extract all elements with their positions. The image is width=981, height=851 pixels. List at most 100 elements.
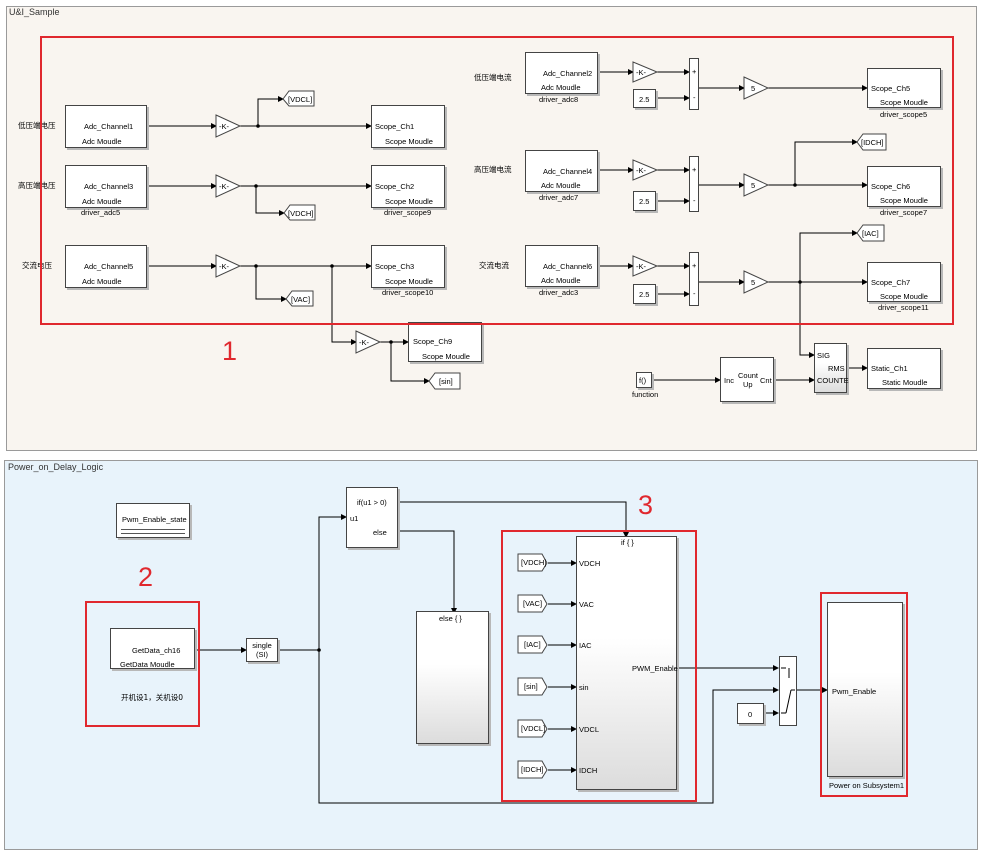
- scope-ch3-type: Scope Moudle: [385, 277, 433, 286]
- sum-3-minus: -: [693, 289, 696, 298]
- constant-2p5-a[interactable]: 2.5: [633, 89, 656, 108]
- adc-channel4-caption: driver_adc7: [539, 193, 579, 202]
- else-action-subsystem[interactable]: else { }: [416, 611, 489, 744]
- from-tag-iac[interactable]: [517, 635, 548, 654]
- rms-sig: SIG: [817, 351, 830, 360]
- power-on-subsystem1[interactable]: Pwm_Enable: [827, 602, 903, 777]
- counter-inc: Inc: [724, 376, 735, 385]
- sum-block-3[interactable]: [689, 252, 699, 306]
- adc-channel5-block[interactable]: Adc_Channel5 Adc Moudle: [65, 245, 147, 288]
- adc-channel2-block[interactable]: Adc_Channel2 Adc Moudle: [525, 52, 598, 94]
- from-tag-sin[interactable]: [517, 677, 548, 696]
- counter-up-block[interactable]: Inc Count Up Cnt: [720, 357, 774, 402]
- scope-ch3-caption: driver_scope10: [382, 288, 434, 297]
- function-block[interactable]: f(): [636, 372, 652, 388]
- scope-ch5-type: Scope Moudle: [880, 98, 928, 107]
- getdata-name: GetData_ch16: [132, 646, 181, 655]
- adc-channel3-block[interactable]: Adc_Channel3 Adc Moudle: [65, 165, 147, 208]
- scope-ch6-name: Scope_Ch6: [871, 182, 911, 191]
- gain-9-label: -K-: [359, 338, 369, 347]
- scope-ch6-block[interactable]: Scope_Ch6 Scope Moudle: [867, 166, 941, 207]
- adc-channel6-type: Adc Moudle: [541, 276, 581, 285]
- scope-ch9-name: Scope_Ch9: [413, 337, 453, 346]
- pwm-enable-state-lines: [121, 529, 185, 534]
- from-tag-vdcl[interactable]: [517, 719, 548, 738]
- rms-rms: RMS: [828, 364, 845, 373]
- adc-channel2-caption: driver_adc8: [539, 95, 579, 104]
- scope-ch2-block[interactable]: Scope_Ch2 Scope Moudle: [371, 165, 445, 208]
- goto-tag-vdcl-label: [VDCL]: [288, 95, 313, 104]
- highlight-region-2: [85, 601, 200, 727]
- adc-channel4-type: Adc Moudle: [541, 181, 581, 190]
- convert-single-block[interactable]: single (SI): [246, 638, 278, 662]
- switch-block[interactable]: [779, 656, 797, 726]
- goto-tag-idch[interactable]: [856, 133, 887, 151]
- sum-1-plus: +: [692, 67, 697, 76]
- goto-tag-sin[interactable]: [428, 372, 461, 390]
- constant-zero[interactable]: 0: [737, 703, 764, 724]
- highlight-region-3: [501, 530, 697, 802]
- goto-tag-vdch[interactable]: [283, 204, 316, 221]
- rms-block[interactable]: SIG RMS COUNTE: [814, 343, 849, 393]
- scope-ch3-block[interactable]: Scope_Ch3 Scope Moudle: [371, 245, 445, 288]
- if-block[interactable]: if(u1 > 0) u1 else: [346, 487, 398, 548]
- gain-1-label: -K-: [219, 122, 229, 131]
- label-high-voltage: 高压端电压: [18, 181, 56, 190]
- goto-tag-vac[interactable]: [285, 290, 314, 307]
- adc-channel1-block[interactable]: Adc_Channel1 Adc Moudle: [65, 105, 147, 148]
- if-port-vac: VAC: [579, 600, 594, 609]
- constant-2p5-b[interactable]: 2.5: [633, 191, 656, 211]
- label-low-voltage: 低压端电压: [18, 121, 56, 130]
- scope-ch6-type: Scope Moudle: [880, 196, 928, 205]
- highlight-region-1: [40, 36, 954, 325]
- pwm-enable-state-block[interactable]: Pwm_Enable_state: [116, 503, 190, 538]
- counter-line1: Count: [738, 371, 759, 380]
- convert-line2: (SI): [255, 650, 269, 659]
- goto-tag-iac[interactable]: [856, 224, 885, 242]
- scope-ch1-block[interactable]: Scope_Ch1 Scope Moudle: [371, 105, 445, 148]
- label-ac-voltage: 交流电压: [22, 261, 52, 270]
- goto-tag-vdcl[interactable]: [282, 90, 315, 107]
- annotation-2: 2: [138, 562, 154, 592]
- function-label: f(): [639, 376, 647, 385]
- from-tag-vac[interactable]: [517, 594, 548, 613]
- adc-channel6-caption: driver_adc3: [539, 288, 579, 297]
- gain-five-1-label: 5: [751, 84, 756, 93]
- gain-2-label: -K-: [219, 182, 229, 191]
- adc-channel6-block[interactable]: Adc_Channel6 Adc Moudle: [525, 245, 598, 287]
- scope-ch5-block[interactable]: Scope_Ch5 Scope Moudle: [867, 68, 941, 108]
- from-tag-vac-label: [VAC]: [523, 599, 543, 608]
- static-ch1-block[interactable]: Static_Ch1 Static Moudle: [867, 348, 941, 389]
- from-tag-vdch[interactable]: [517, 553, 548, 572]
- sum-2-minus: -: [693, 196, 696, 205]
- if-action-subsystem[interactable]: if { } VDCH VAC IAC sin VDCL IDCH PWM_En…: [576, 536, 678, 790]
- label-ac-current: 交流电流: [479, 261, 509, 270]
- sum-block-1[interactable]: [689, 58, 699, 110]
- gain-2r-label: -K-: [636, 68, 646, 77]
- if-cond: if(u1 > 0): [357, 498, 387, 507]
- adc-channel2-type: Adc Moudle: [541, 83, 581, 92]
- from-tag-idch[interactable]: [517, 760, 548, 779]
- adc-channel3-name: Adc_Channel3: [84, 182, 134, 191]
- label-high-current: 高压端电流: [474, 165, 512, 174]
- from-tag-vdcl-label: [VDCL]: [521, 724, 546, 733]
- scope-ch9-block[interactable]: Scope_Ch9 Scope Moudle: [408, 322, 482, 362]
- scope-ch2-type: Scope Moudle: [385, 197, 433, 206]
- rms-counter: COUNTE: [817, 376, 849, 385]
- from-tag-iac-label: [IAC]: [524, 640, 541, 649]
- scope-ch2-caption: driver_scope9: [384, 208, 432, 217]
- from-tag-sin-label: [sin]: [524, 682, 538, 691]
- if-port-idch: IDCH: [579, 766, 598, 775]
- scope-ch6-caption: driver_scope7: [880, 208, 928, 217]
- adc-channel4-block[interactable]: Adc_Channel4 Adc Moudle: [525, 150, 598, 192]
- scope-ch2-name: Scope_Ch2: [375, 182, 415, 191]
- sum-block-2[interactable]: [689, 156, 699, 212]
- if-port-iac: IAC: [579, 641, 592, 650]
- gain-five-3-label: 5: [751, 278, 756, 287]
- gain-five-2-label: 5: [751, 181, 756, 190]
- counter-cnt: Cnt: [760, 376, 772, 385]
- constant-2p5-c[interactable]: 2.5: [633, 284, 656, 304]
- sum-2-plus: +: [692, 165, 697, 174]
- scope-ch7-block[interactable]: Scope_Ch7 Scope Moudle: [867, 262, 941, 302]
- getdata-ch16-block[interactable]: GetData_ch16 GetData Moudle: [110, 628, 195, 669]
